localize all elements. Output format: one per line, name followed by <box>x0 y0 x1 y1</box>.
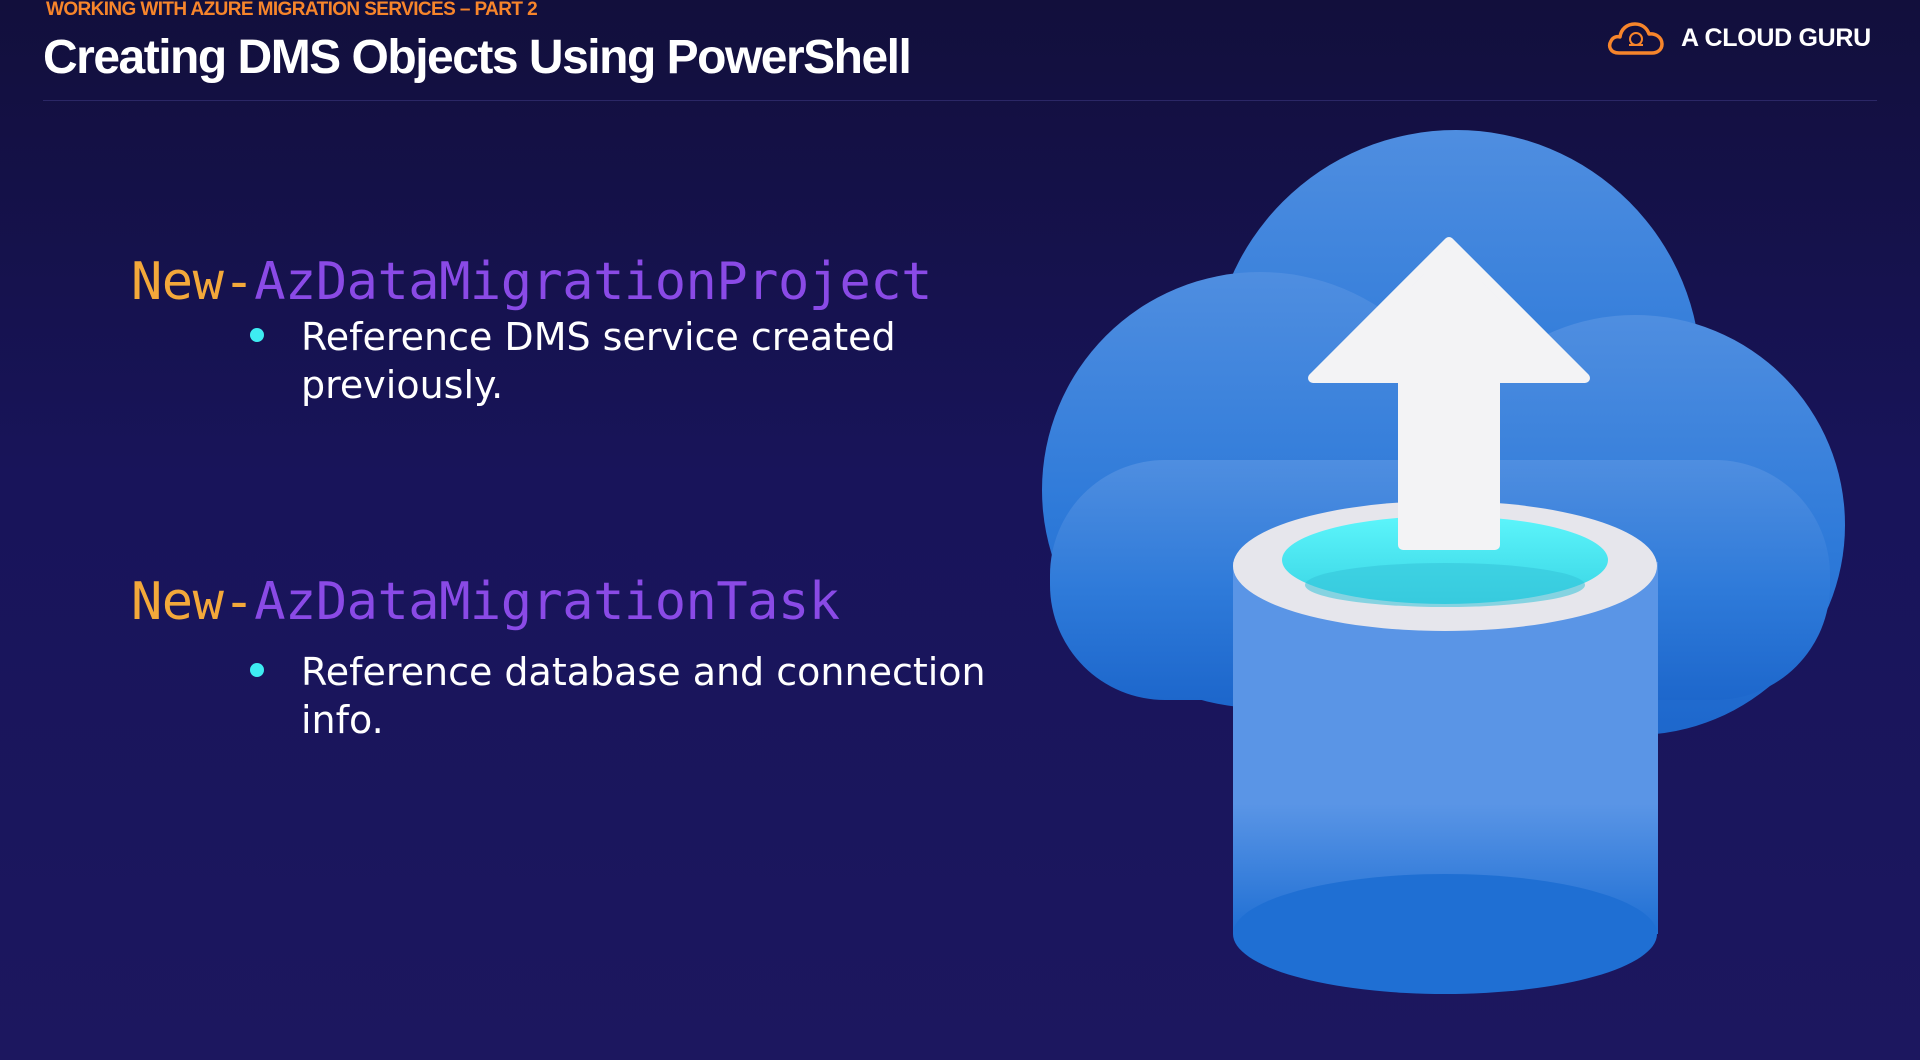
command-separator: - <box>223 572 255 632</box>
cloud-logo-icon <box>1607 22 1664 55</box>
command-noun: AzDataMigrationTask <box>254 572 840 632</box>
brand-name: A CLOUD GURU <box>1681 23 1871 52</box>
upload-arrow <box>1308 237 1590 550</box>
database-cylinder <box>1233 501 1658 994</box>
command-project: New-AzDataMigrationProject <box>131 252 932 312</box>
command-noun: AzDataMigrationProject <box>254 252 932 312</box>
bullet-marker <box>250 316 272 342</box>
slide-title: Creating DMS Objects Using PowerShell <box>43 31 912 84</box>
command-task: New-AzDataMigrationTask <box>131 572 840 632</box>
course-eyebrow: WORKING WITH AZURE MIGRATION SERVICES – … <box>46 0 538 20</box>
command-separator: - <box>223 252 255 312</box>
command-verb: New <box>131 252 224 312</box>
brand-logo: A CLOUD GURU <box>1605 18 1871 58</box>
bullet-text-project: Reference DMS service created previously… <box>301 315 896 407</box>
command-verb: New <box>131 572 224 632</box>
bullet-marker <box>250 651 272 677</box>
header-divider <box>43 100 1877 101</box>
bullet-text-task: Reference database and connection info. <box>301 650 986 742</box>
